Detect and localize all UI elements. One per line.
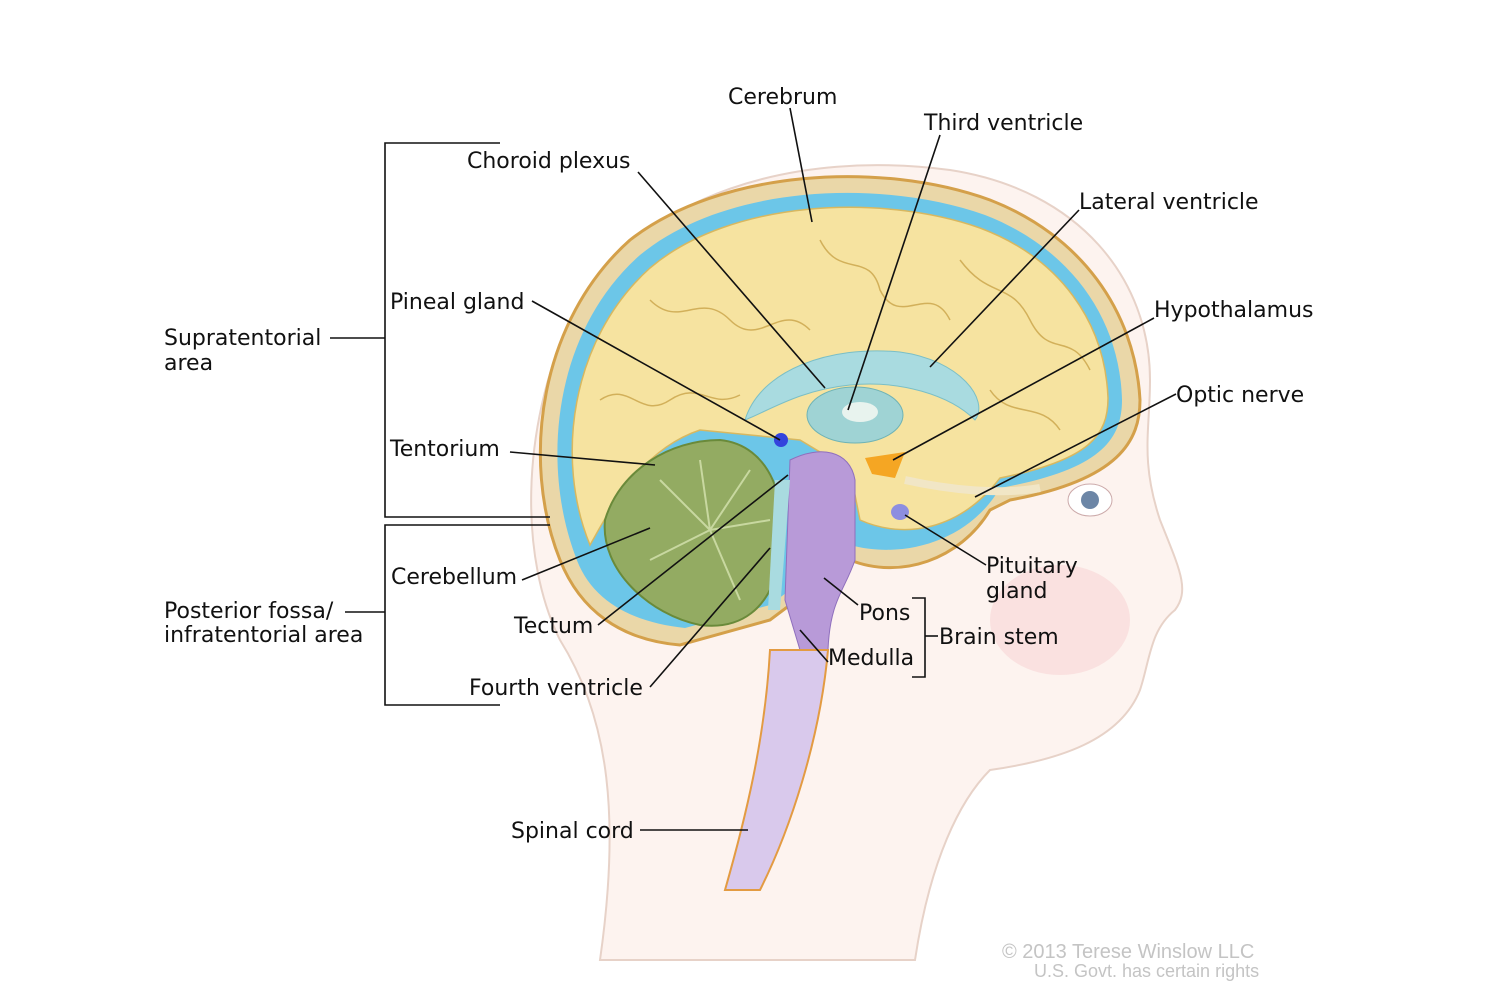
label-supratentorial-line1: Supratentorial: [164, 326, 321, 351]
arbor-vitae: [649, 459, 771, 601]
label-fourth-ventricle: Fourth ventricle: [469, 676, 643, 701]
label-pituitary-line2: gland: [986, 579, 1047, 604]
brain-stem: [784, 451, 856, 651]
fourth-ventricle: [768, 480, 790, 610]
label-pineal-gland: Pineal gland: [390, 290, 524, 315]
label-third-ventricle: Third ventricle: [923, 111, 1083, 136]
leader-lines: [330, 107, 1177, 831]
gyri: [599, 239, 1091, 431]
label-spinal-cord: Spinal cord: [511, 819, 634, 844]
copyright-line2: U.S. Govt. has certain rights: [1034, 961, 1259, 981]
label-cerebrum: Cerebrum: [728, 85, 837, 110]
label-pons: Pons: [859, 601, 910, 626]
label-cerebellum: Cerebellum: [391, 565, 517, 590]
iris: [1081, 491, 1099, 509]
label-supratentorial-line2: area: [164, 351, 213, 376]
spinal-cord: [723, 649, 830, 891]
label-medulla: Medulla: [828, 646, 914, 671]
pineal-gland: [774, 433, 788, 447]
label-posterior-line1: Posterior fossa/: [164, 599, 334, 624]
label-choroid-plexus: Choroid plexus: [467, 149, 631, 174]
pituitary-gland: [891, 504, 909, 520]
label-lateral-ventricle: Lateral ventricle: [1079, 190, 1259, 215]
label-hypothalamus: Hypothalamus: [1154, 298, 1313, 323]
label-optic-nerve: Optic nerve: [1176, 383, 1304, 408]
optic-nerve: [904, 476, 1041, 496]
copyright-line1: © 2013 Terese Winslow LLC: [1002, 941, 1254, 963]
label-tentorium: Tentorium: [389, 437, 500, 462]
label-tectum: Tectum: [513, 614, 593, 639]
label-pituitary-line1: Pituitary: [986, 554, 1078, 579]
thalamus: [842, 402, 878, 422]
label-brain-stem: Brain stem: [939, 625, 1059, 650]
cheek: [990, 565, 1130, 675]
label-posterior-line2: infratentorial area: [164, 623, 363, 648]
